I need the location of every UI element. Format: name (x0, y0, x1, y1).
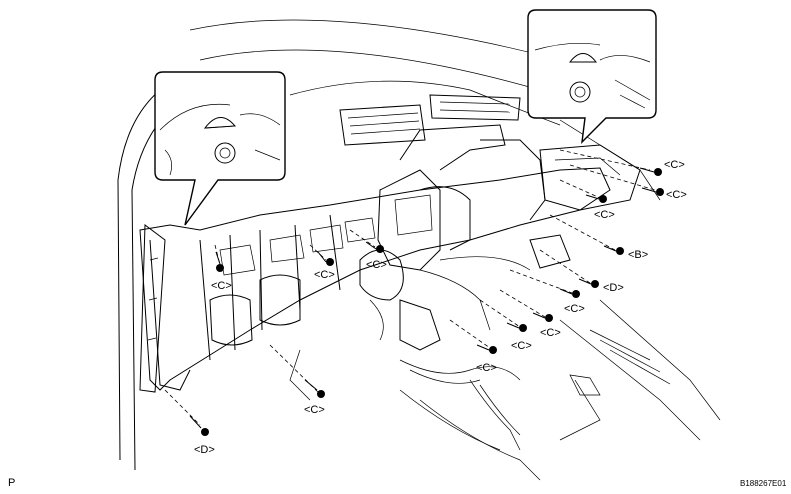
bolt-icon (585, 194, 607, 203)
bolt-icon (506, 322, 527, 332)
dash-vents (339, 94, 521, 146)
bolt-icon (215, 251, 224, 272)
callout-label: <D> (603, 282, 624, 294)
bolt-icon (639, 167, 662, 176)
callout-label: <C> (594, 209, 615, 221)
callout-label: <C> (476, 362, 497, 374)
center-bracket (359, 124, 546, 351)
figure-code: B188267E01 (740, 479, 787, 488)
bolt-icon (304, 379, 325, 398)
bolt-icon (532, 312, 553, 322)
bolt-icon (578, 278, 599, 288)
callout-label: <C> (211, 280, 232, 292)
bolt-icon (365, 241, 384, 253)
callout-label: <B> (628, 249, 648, 261)
detail-callout-left (154, 71, 286, 226)
callout-label: <C> (664, 159, 685, 171)
left-side-panel (139, 224, 166, 393)
callout-labels: <C> <C> <C> <B> <D> <C> <C> <C> <C> <C> … (194, 159, 687, 456)
bolt-icon (476, 344, 497, 354)
detail-callout-right (527, 9, 657, 144)
callout-label: <D> (194, 444, 215, 456)
callout-label: <C> (564, 303, 585, 315)
corner-mark: P (8, 477, 15, 489)
bolt-icon (189, 415, 209, 436)
bolt-icon (317, 251, 334, 266)
bolt-icon (559, 288, 580, 298)
callout-label: <C> (314, 269, 335, 281)
callout-label: <C> (511, 340, 532, 352)
callout-label: <C> (666, 189, 687, 201)
leader-lines (164, 149, 656, 426)
wire-harness (289, 349, 601, 451)
bolts (189, 167, 664, 436)
callout-label: <C> (366, 259, 387, 271)
right-side-bracket (529, 144, 641, 269)
callout-label: <C> (304, 404, 325, 416)
instrument-panel-reinforcement (139, 167, 611, 391)
bolt-icon (603, 245, 624, 255)
callout-label: <C> (540, 327, 561, 339)
bolt-icon (641, 187, 664, 196)
